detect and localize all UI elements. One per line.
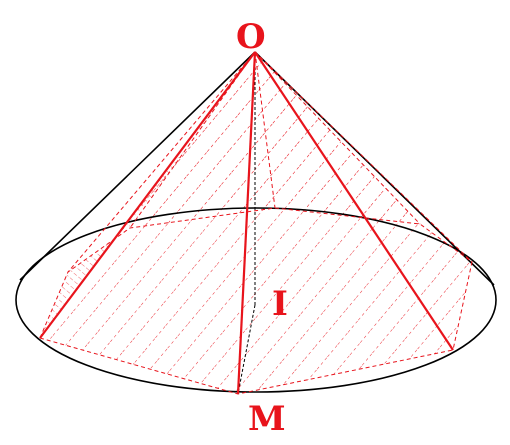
cone-left-generatrix [19, 51, 256, 281]
hidden-edge-1 [67, 51, 256, 273]
label-center-i: I [272, 284, 288, 324]
radius-im [237, 304, 256, 395]
hidden-edge-3 [254, 51, 276, 209]
visible-edge-om [236, 51, 257, 395]
cone-right-generatrix [254, 51, 495, 286]
cone-base-ellipse [15, 207, 497, 393]
hidden-edge-4 [254, 51, 421, 225]
visible-edge-left [39, 51, 256, 339]
back-face-hatch [130, 52, 420, 228]
visible-edge-right [254, 51, 454, 351]
hidden-edge-5 [254, 51, 473, 263]
label-apex-o: O [236, 17, 266, 57]
label-point-m: M [248, 399, 286, 439]
